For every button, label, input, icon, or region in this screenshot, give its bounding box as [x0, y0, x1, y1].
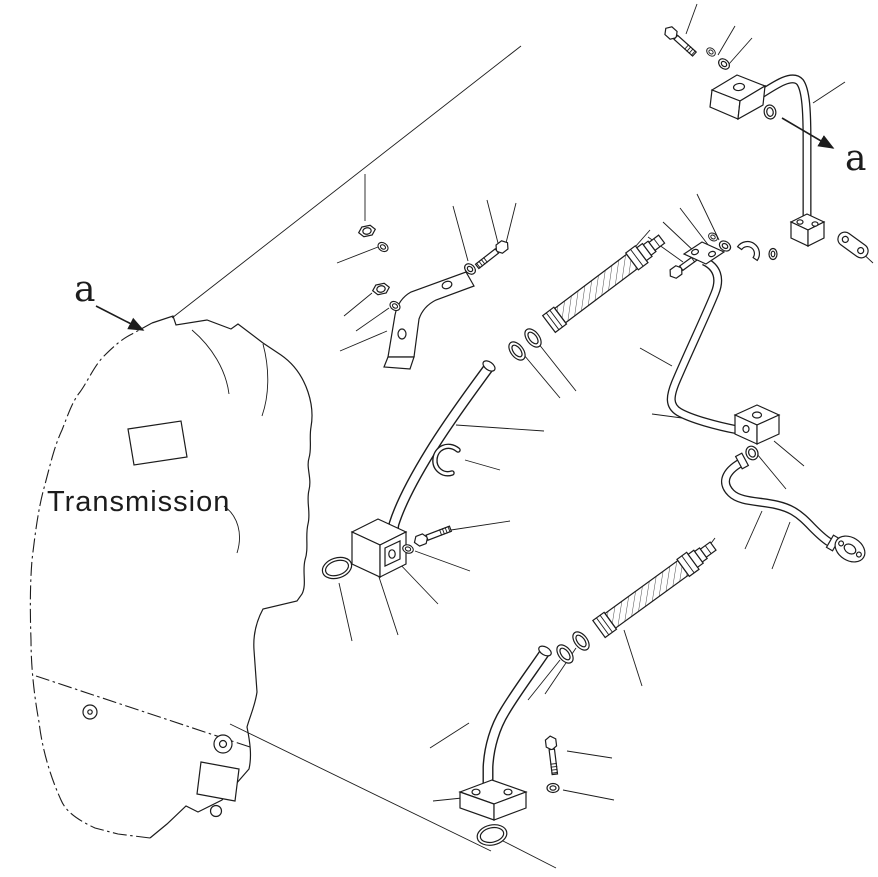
mounting-bracket — [383, 271, 475, 370]
view-label-left: a — [74, 269, 95, 310]
saddle-clamp — [736, 240, 760, 262]
bottom-pipe — [458, 645, 552, 821]
section-boundary-lines — [171, 45, 522, 852]
bolt-icon — [401, 523, 453, 556]
washer-icon — [375, 240, 403, 313]
center-pipe — [386, 360, 496, 537]
transmission-label: Transmission — [47, 486, 230, 518]
pipe-block-flange — [350, 518, 408, 578]
leader-lines — [336, 3, 874, 869]
right-tube-flange — [733, 404, 781, 461]
o-ring-icon — [474, 821, 510, 849]
o-ring-icon — [319, 553, 355, 583]
link-clamp — [837, 231, 869, 259]
flexible-hose — [721, 452, 866, 563]
view-arrow-right — [781, 117, 835, 149]
view-arrow-left — [95, 305, 145, 331]
top-right-bolt — [661, 23, 733, 72]
braided-hose-upper — [505, 230, 669, 364]
nut-icon — [357, 223, 391, 297]
transmission-housing — [29, 315, 313, 839]
bolt-icon — [544, 734, 561, 794]
pipe-clip — [432, 443, 461, 477]
view-label-right: a — [845, 138, 866, 179]
bolt-icon — [461, 237, 512, 277]
braided-hose-lower — [553, 537, 720, 667]
right-tube-hardware — [666, 230, 778, 281]
top-right-elbow-pipe — [709, 74, 826, 247]
right-tube — [666, 241, 739, 435]
